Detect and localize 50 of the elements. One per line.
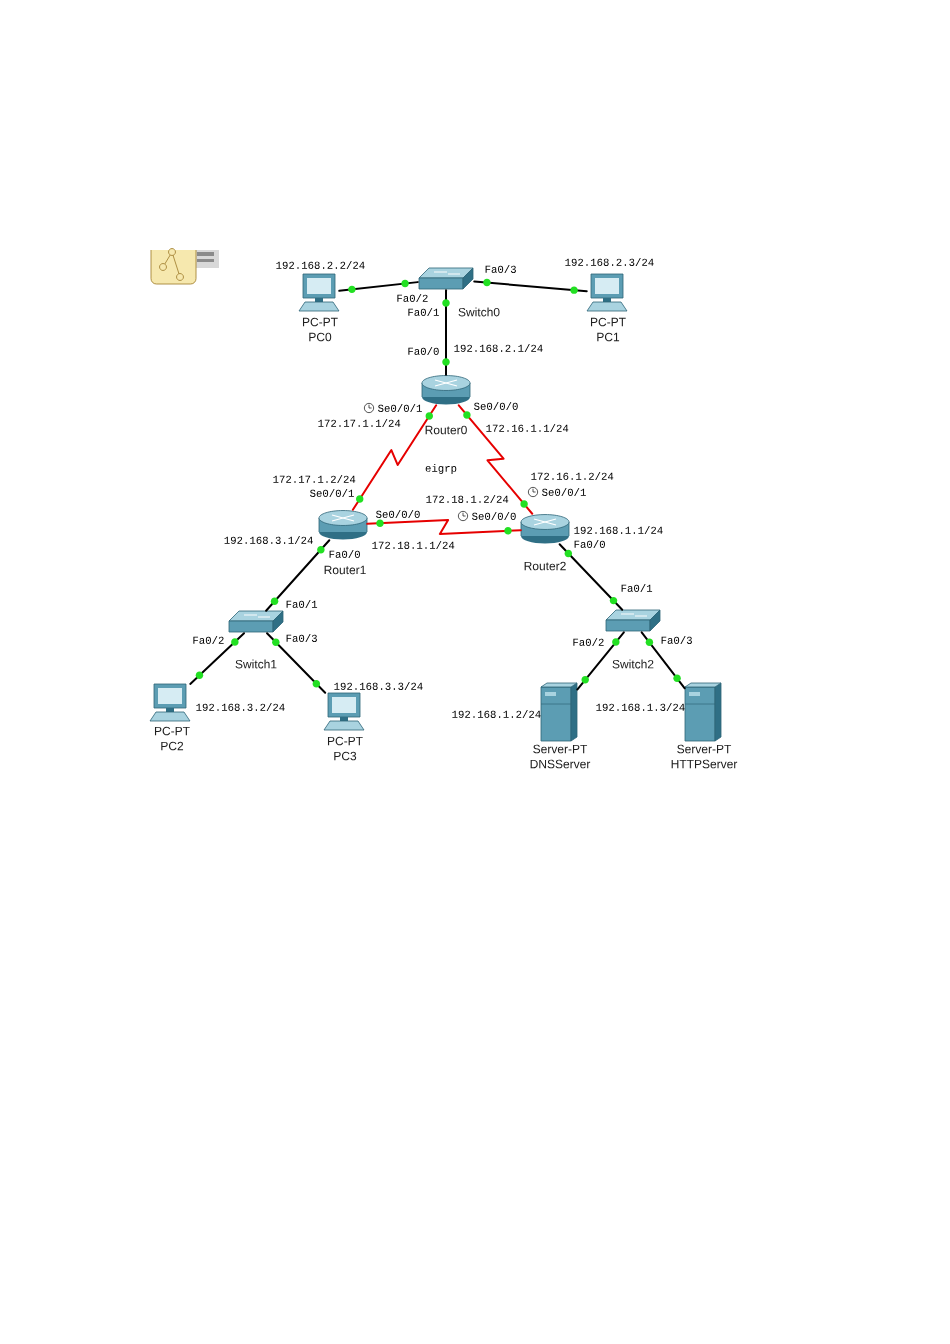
port-label: Fa0/0 <box>408 347 439 355</box>
ip-address: 172.18.1.2/24 <box>426 495 509 503</box>
device-name: Router0 <box>425 425 467 435</box>
ip-address: 172.16.1.1/24 <box>486 424 569 432</box>
device-type: Server-PT <box>677 744 732 754</box>
device-name: Router2 <box>524 561 566 571</box>
port-label: Fa0/0 <box>329 550 360 558</box>
device-name: PC1 <box>597 332 620 342</box>
device-type: PC-PT <box>155 726 190 736</box>
device-type: PC-PT <box>591 317 626 327</box>
ip-address: 192.168.3.1/24 <box>224 536 313 544</box>
port-label: Fa0/3 <box>661 636 692 644</box>
port-label: Fa0/2 <box>573 638 604 646</box>
port-label: Fa0/3 <box>485 265 516 273</box>
port-label: Fa0/1 <box>286 600 318 608</box>
device-type: PC-PT <box>303 317 338 327</box>
port-label: Se0/0/1 <box>542 488 586 496</box>
ip-address: 172.18.1.1/24 <box>372 541 455 549</box>
device-name: Switch1 <box>235 659 277 669</box>
port-label: Fa0/2 <box>397 294 428 302</box>
port-label: Se0/0/0 <box>474 402 518 410</box>
device-name: PC2 <box>161 741 184 751</box>
protocol-label: eigrp <box>425 464 457 474</box>
device-type: PC-PT <box>328 736 363 746</box>
port-label: Fa0/0 <box>574 540 605 548</box>
ip-address: 192.168.3.3/24 <box>334 682 423 690</box>
ip-address: 192.168.2.1/24 <box>454 344 543 352</box>
port-label: Fa0/1 <box>408 308 439 316</box>
ip-address: 172.17.1.2/24 <box>273 475 356 483</box>
ip-address: 192.168.1.2/24 <box>452 710 541 718</box>
device-name: PC3 <box>334 751 357 761</box>
port-label: Fa0/2 <box>193 636 224 644</box>
ip-address: 172.16.1.2/24 <box>531 472 614 480</box>
port-label: Fa0/3 <box>286 634 317 642</box>
ip-address: 172.17.1.1/24 <box>318 419 401 427</box>
port-label: Fa0/1 <box>621 584 653 592</box>
device-name: Router1 <box>324 565 366 575</box>
device-name: HTTPServer <box>671 759 738 769</box>
port-label: Se0/0/1 <box>310 489 354 497</box>
port-label: Se0/0/1 <box>378 404 422 412</box>
ip-address: 192.168.1.1/24 <box>574 526 663 534</box>
ip-address: 192.168.1.3/24 <box>596 703 685 711</box>
device-name: PC0 <box>309 332 332 342</box>
device-name: Switch2 <box>612 659 654 669</box>
port-label: Se0/0/0 <box>376 510 420 518</box>
ip-address: 192.168.3.2/24 <box>196 703 285 711</box>
device-name: DNSServer <box>530 759 591 769</box>
device-name: Switch0 <box>458 307 500 317</box>
port-label: Se0/0/0 <box>472 512 516 520</box>
device-type: Server-PT <box>533 744 588 754</box>
